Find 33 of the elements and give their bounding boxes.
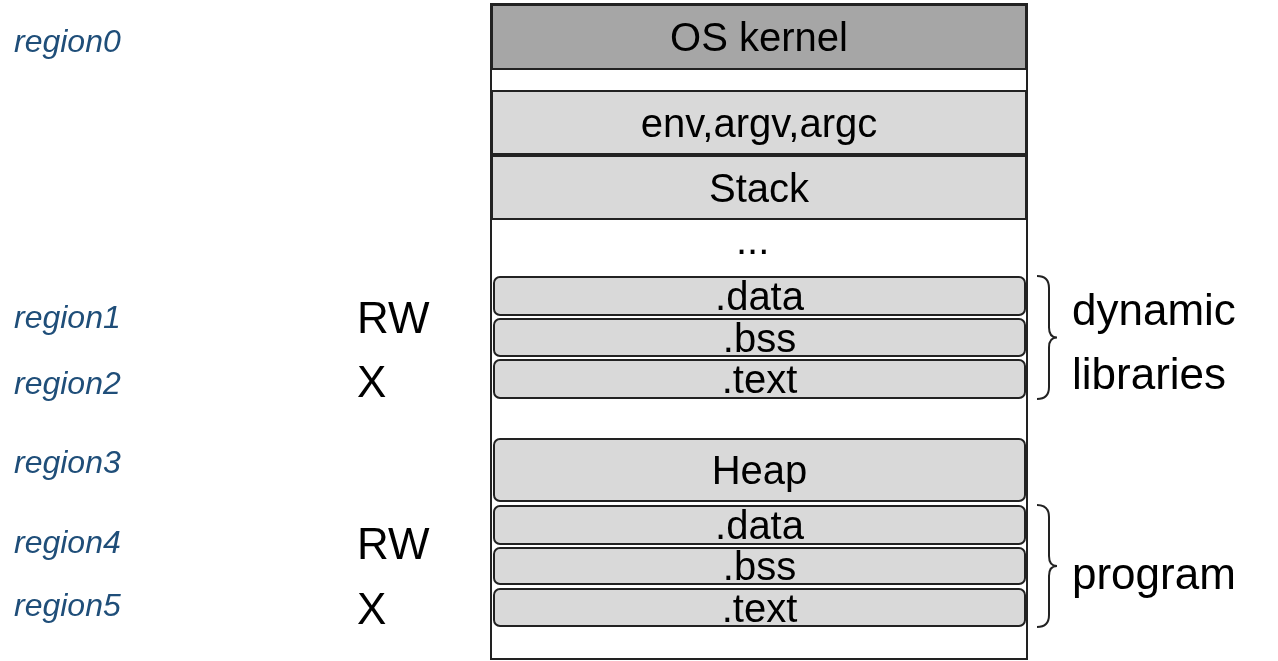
memory-segment (493, 588, 1026, 627)
permission-label: X (357, 358, 387, 407)
permission-label: RW (357, 294, 430, 343)
memory-segment (493, 438, 1026, 502)
segment-label: .text (721, 587, 798, 628)
region-label: region4 (14, 525, 121, 561)
group-label: dynamic libraries (1072, 284, 1237, 400)
segment-label: .data (715, 505, 804, 545)
memory-segment (493, 276, 1026, 316)
segment-label: .data (715, 276, 804, 316)
memory-segment (493, 547, 1026, 585)
segment-label: Heap (711, 450, 808, 490)
region-label: region0 (14, 24, 121, 60)
memory-segment (491, 90, 1027, 155)
region-label: region1 (14, 300, 121, 336)
permission-label: X (357, 585, 387, 634)
segment-label: OS kernel (670, 17, 848, 57)
ellipsis: ... (736, 218, 770, 262)
segment-label: Stack (708, 167, 809, 208)
region-label: region3 (14, 445, 121, 481)
memory-segment (493, 505, 1026, 545)
group-label: program (1072, 548, 1237, 600)
permission-label: RW (357, 520, 430, 569)
memory-segment (493, 318, 1026, 357)
segment-label: .bss (722, 546, 797, 586)
segment-label: .text (721, 359, 798, 399)
region-label: region2 (14, 366, 121, 402)
memory-segment (491, 155, 1027, 220)
region-label: region5 (14, 588, 121, 624)
memory-segment (493, 359, 1026, 399)
kernel-segment (491, 4, 1027, 70)
segment-label: env,argv,argc (640, 102, 878, 143)
segment-label: .bss (722, 317, 797, 358)
